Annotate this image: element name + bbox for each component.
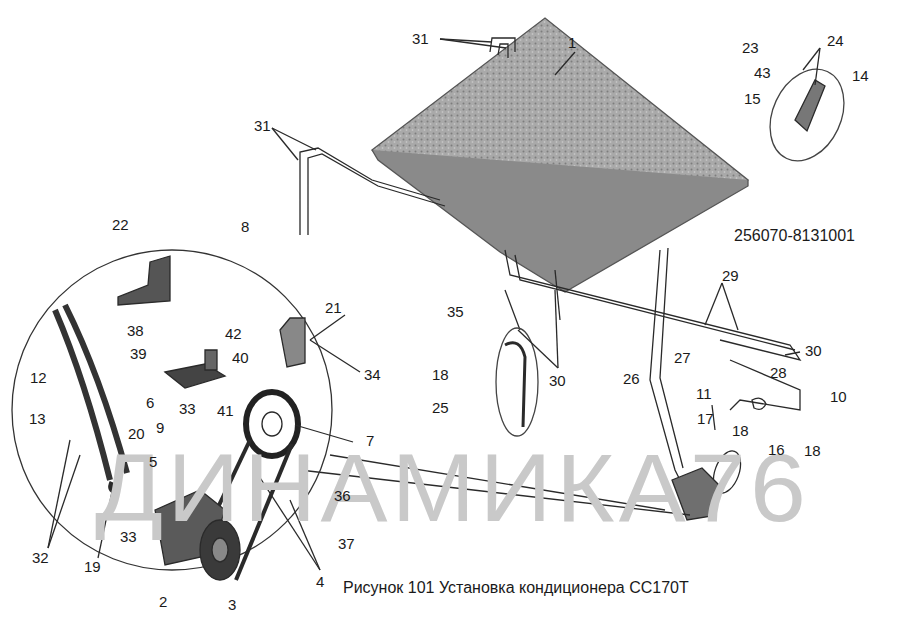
callout-number: 42: [224, 326, 243, 341]
callout-number: 15: [743, 91, 762, 106]
callout-number: 10: [829, 389, 848, 404]
callout-number: 41: [216, 403, 235, 418]
callout-number: 34: [363, 367, 382, 382]
callout-number: 36: [333, 488, 352, 503]
figure-caption: Рисунок 101 Установка кондиционера СС170…: [343, 579, 689, 597]
callout-number: 18: [803, 443, 822, 458]
callout-number: 2: [158, 594, 168, 609]
callout-number: 13: [28, 411, 47, 426]
callout-number: 22: [111, 217, 130, 232]
watermark: ДИНАМИКА76: [95, 440, 810, 536]
callout-number: 7: [365, 433, 375, 448]
callout-number: 19: [83, 559, 102, 574]
callout-number: 31: [253, 118, 272, 133]
callout-number: 3: [227, 597, 237, 612]
callout-number: 18: [731, 423, 750, 438]
callout-number: 32: [31, 550, 50, 565]
callout-number: 21: [324, 300, 343, 315]
callout-number: 12: [29, 370, 48, 385]
callout-number: 27: [673, 350, 692, 365]
callout-number: 38: [126, 323, 145, 338]
callout-number: 30: [548, 373, 567, 388]
callout-number: 6: [145, 395, 155, 410]
callout-number: 9: [155, 420, 165, 435]
callout-number: 18: [431, 367, 450, 382]
callout-number: 5: [148, 454, 158, 469]
callout-number: 8: [240, 219, 250, 234]
callout-number: 16: [767, 442, 786, 457]
callout-number: 20: [127, 426, 146, 441]
callout-number: 11: [695, 386, 713, 401]
callout-number: 43: [753, 65, 772, 80]
callout-number: 1: [567, 35, 577, 50]
callout-number: 35: [446, 304, 465, 319]
callout-number: 24: [826, 33, 845, 48]
callout-number: 39: [129, 346, 148, 361]
part-number: 256070-8131001: [734, 228, 855, 244]
callout-number: 25: [431, 400, 450, 415]
callout-number: 37: [337, 536, 356, 551]
callout-number: 14: [851, 68, 870, 83]
callout-number: 28: [769, 365, 788, 380]
callout-number: 29: [721, 268, 740, 283]
callout-number: 40: [231, 350, 250, 365]
callout-number: 33: [178, 401, 197, 416]
callout-number: 31: [411, 31, 430, 46]
callout-number: 30: [804, 343, 823, 358]
callout-number: 23: [741, 40, 760, 55]
callout-number: 4: [315, 574, 325, 589]
callout-number: 33: [119, 529, 138, 544]
callout-number: 26: [622, 371, 641, 386]
callout-number: 17: [696, 411, 715, 426]
